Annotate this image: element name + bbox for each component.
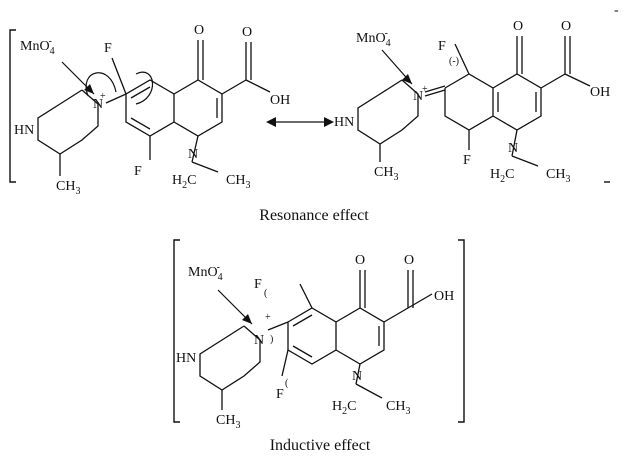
- nitrogen-label: N: [413, 89, 423, 104]
- permanganate-label: MnO4-: [20, 36, 55, 57]
- ketone-oxygen-label: O: [194, 23, 204, 38]
- carbonyl-oxygen-label: O: [561, 19, 571, 34]
- nitrogen-label: N: [93, 97, 103, 112]
- fluorine-label: F: [463, 153, 471, 168]
- hydroxyl-label: OH: [590, 85, 610, 100]
- arrowhead: [402, 74, 412, 84]
- ring-nitrogen-label: N: [352, 369, 362, 384]
- plus-charge: +: [422, 84, 428, 95]
- pyridone-ring: [335, 307, 385, 365]
- bracket-open: [173, 239, 180, 423]
- ethyl-ch2-label: H2C: [490, 167, 514, 185]
- ethyl-ch2-label: H2C: [172, 173, 196, 191]
- permanganate-label: MnO4-: [188, 262, 223, 283]
- carbonyl-oxygen-label: O: [404, 253, 414, 268]
- hn-label: HN: [176, 351, 196, 366]
- piperazine-ring: [357, 79, 419, 145]
- arrowhead: [84, 84, 94, 94]
- ketone-oxygen-label: O: [355, 253, 365, 268]
- structure-resonance-left: MnO4- F N + HN CH3 F O O OH N H2C CH3: [9, 23, 290, 197]
- ring-nitrogen-label: N: [508, 141, 518, 156]
- plus-charge: +: [265, 312, 271, 323]
- ethyl-ch3-label: CH3: [386, 399, 410, 417]
- pyridone-ring: [173, 79, 223, 137]
- structure-inductive: MnO4- F ( N + ) HN CH3 ( F O O OH N H2C …: [173, 239, 465, 431]
- ring-nitrogen-label: N: [188, 147, 198, 162]
- methyl-label: CH3: [56, 179, 80, 197]
- hn-label: HN: [334, 115, 354, 130]
- pyridone-ring: [492, 73, 542, 131]
- ketone-oxygen-label: O: [513, 19, 523, 34]
- partial-charge-mark: ): [270, 334, 273, 345]
- resonance-caption: Resonance effect: [259, 207, 369, 224]
- ethyl-ch3-label: CH3: [546, 167, 570, 185]
- fluorine-label: F: [104, 41, 112, 56]
- benzene-ring: [125, 79, 175, 137]
- piperazine-ring: [199, 325, 261, 391]
- partial-charge-mark: (: [264, 288, 268, 299]
- curved-electron-arrow: [135, 71, 154, 105]
- methyl-label: CH3: [216, 413, 240, 431]
- arrowhead: [242, 314, 252, 324]
- resonance-arrow: [266, 117, 334, 127]
- fluorine-label: F: [276, 387, 284, 402]
- n-ring-bond: [105, 93, 127, 104]
- fluorine-label: F: [134, 164, 142, 179]
- benzene-ring: [287, 307, 337, 365]
- permanganate-label: MnO4-: [356, 28, 391, 49]
- inductive-caption: Inductive effect: [270, 437, 371, 454]
- hn-label: HN: [14, 123, 34, 138]
- bracket-close: [458, 239, 465, 423]
- carbonyl-oxygen-label: O: [242, 25, 252, 40]
- partial-charge-mark: (: [285, 378, 289, 389]
- piperazine-ring: [37, 89, 99, 155]
- overall-charge: -: [614, 3, 619, 18]
- anion-charge: (-): [449, 56, 459, 67]
- fluorine-label: F: [438, 39, 446, 54]
- ethyl-ch3-label: CH3: [226, 173, 250, 191]
- benzene-ring: [444, 73, 494, 131]
- left-bracket-open: [9, 29, 16, 183]
- methyl-label: CH3: [374, 165, 398, 183]
- fluorine-label: F: [254, 277, 262, 292]
- structure-resonance-right: MnO4- F (-) N + HN CH3 F O O OH N H2C CH…: [334, 3, 619, 185]
- ethyl-ch2-label: H2C: [332, 399, 356, 417]
- nitrogen-label: N: [254, 333, 264, 348]
- plus-charge: +: [100, 91, 106, 102]
- hydroxyl-label: OH: [270, 93, 290, 108]
- hydroxyl-label: OH: [434, 289, 454, 304]
